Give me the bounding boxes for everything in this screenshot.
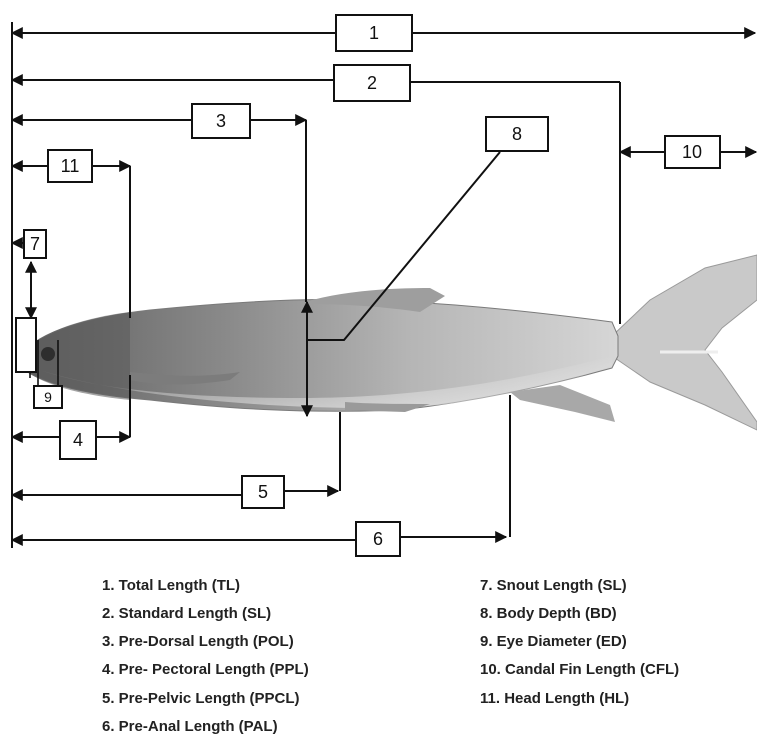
marker-7: 7: [24, 230, 46, 258]
marker-3-label: 3: [216, 111, 226, 131]
legend-item-7: 7. Snout Length (SL): [480, 577, 627, 594]
fish-illustration: [18, 255, 757, 430]
marker-8-label: 8: [512, 124, 522, 144]
marker-boxes: 1 2 3 8 10 11 7 9 4 5 6: [24, 15, 720, 556]
fish-tail: [612, 255, 757, 430]
marker-5-label: 5: [258, 482, 268, 502]
legend-item-3: 3. Pre-Dorsal Length (POL): [102, 633, 294, 650]
marker-9: 9: [34, 386, 62, 408]
anal-fin: [510, 385, 615, 422]
fish-eye: [41, 347, 55, 361]
marker-11-label: 11: [61, 156, 80, 176]
marker-4: 4: [60, 421, 96, 459]
legend-item-10: 10. Candal Fin Length (CFL): [480, 661, 679, 678]
marker-6: 6: [356, 522, 400, 556]
legend-item-2: 2. Standard Length (SL): [102, 605, 271, 622]
marker-10-label: 10: [682, 142, 702, 162]
marker-8: 8: [486, 117, 548, 151]
marker-6-label: 6: [373, 529, 383, 549]
marker-3: 3: [192, 104, 250, 138]
marker-2: 2: [334, 65, 410, 101]
marker-9-label: 9: [44, 389, 52, 405]
marker-4-label: 4: [73, 430, 83, 450]
legend-item-8: 8. Body Depth (BD): [480, 605, 617, 622]
legend-item-6: 6. Pre-Anal Length (PAL): [102, 718, 278, 735]
snout-marker-box: [16, 318, 36, 372]
marker-10: 10: [665, 136, 720, 168]
marker-5: 5: [242, 476, 284, 508]
marker-2-label: 2: [367, 73, 377, 93]
legend-item-1: 1. Total Length (TL): [102, 577, 240, 594]
legend-item-5: 5. Pre-Pelvic Length (PPCL): [102, 690, 300, 707]
legend-item-9: 9. Eye Diameter (ED): [480, 633, 627, 650]
marker-1-label: 1: [369, 23, 379, 43]
marker-1: 1: [336, 15, 412, 51]
legend-item-4: 4. Pre- Pectoral Length (PPL): [102, 661, 309, 678]
marker-7-label: 7: [30, 234, 40, 254]
legend-item-11: 11. Head Length (HL): [480, 690, 629, 707]
marker-11: 11: [48, 150, 92, 182]
